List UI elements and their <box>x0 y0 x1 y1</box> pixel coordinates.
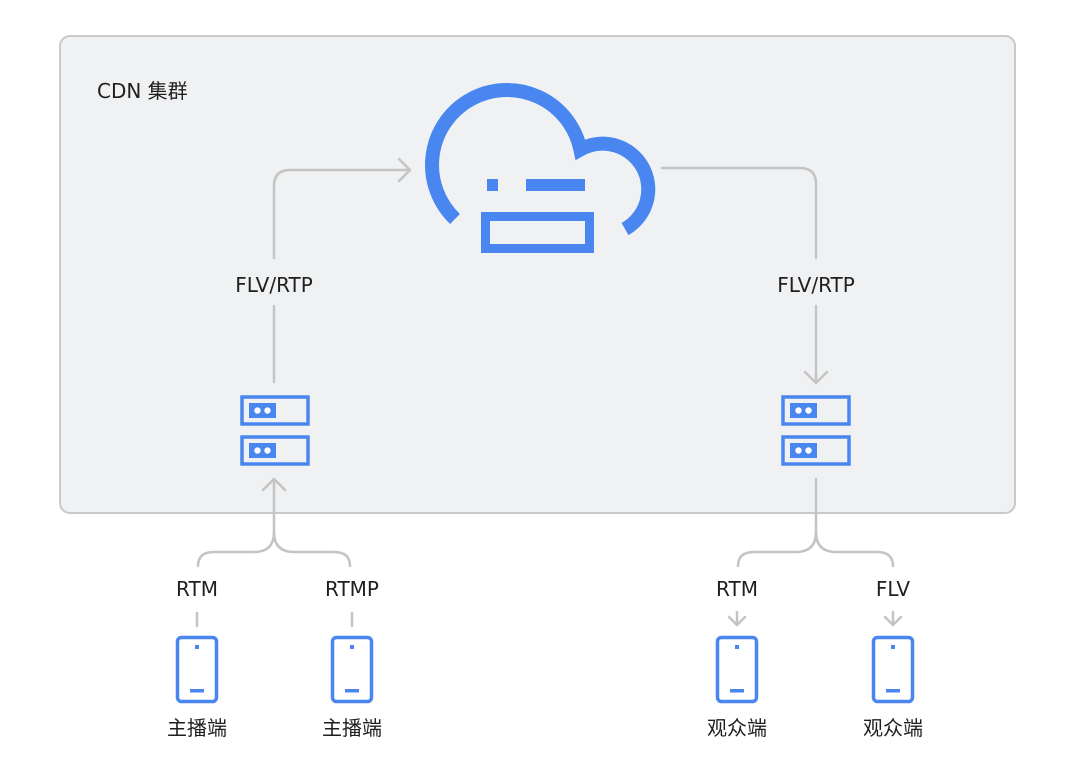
publisher: RTM 主播端 <box>167 577 227 740</box>
phone-icon <box>175 635 219 704</box>
server-panel <box>249 443 276 458</box>
phone-camera <box>195 645 199 649</box>
cloud-server-icon <box>425 82 656 253</box>
cdn-cluster: CDN 集群 <box>59 35 1016 514</box>
ingest-link: FLV/RTP <box>235 157 412 384</box>
phone-body <box>175 635 219 704</box>
server-led <box>254 407 261 414</box>
publisher-label: 主播端 <box>167 716 227 740</box>
egress-line-upper <box>660 166 818 260</box>
publisher-protocol-label: RTMP <box>325 577 379 601</box>
server-stack-icon <box>781 395 851 466</box>
server-stack-icon <box>240 395 310 466</box>
server-led <box>805 447 812 454</box>
phone-home-bar <box>190 689 204 693</box>
viewer: RTM 观众端 <box>707 577 767 740</box>
cdn-cluster-box <box>59 35 1016 514</box>
server-led <box>264 407 271 414</box>
publisher: RTMP 主播端 <box>322 577 382 740</box>
publisher-branch-left <box>196 530 276 568</box>
ingest-protocol-label: FLV/RTP <box>235 273 313 297</box>
server-panel <box>790 443 817 458</box>
phone-icon <box>330 635 374 704</box>
cdn-cluster-label: CDN 集群 <box>97 79 188 103</box>
server-led <box>795 447 802 454</box>
server-led <box>795 407 802 414</box>
server-chassis <box>240 435 310 466</box>
cloud-indicator-dot <box>487 179 498 191</box>
phone-camera <box>350 645 354 649</box>
server-unit <box>240 435 310 466</box>
arrow-down-icon <box>883 615 903 627</box>
phone-body <box>330 635 374 704</box>
arrow-down-icon <box>803 370 829 385</box>
phone-home-bar <box>730 689 744 693</box>
cloud-indicator-bar <box>526 179 585 191</box>
viewer-protocol-label: FLV <box>876 577 910 601</box>
viewer-label: 观众端 <box>863 716 923 740</box>
server-led <box>264 447 271 454</box>
server-chassis <box>240 395 310 426</box>
arrow-right-icon <box>397 157 412 183</box>
server-panel <box>790 403 817 418</box>
viewer-branch-right <box>814 530 895 568</box>
ingest-line-upper <box>272 168 412 260</box>
server-panel <box>249 403 276 418</box>
viewer-links <box>727 477 903 627</box>
egress-protocol-label: FLV/RTP <box>777 273 855 297</box>
publisher-protocol-label: RTM <box>176 577 218 601</box>
server-chassis <box>781 395 851 426</box>
server-unit <box>781 395 851 426</box>
cloud-outline <box>425 82 656 236</box>
phone-camera <box>891 645 895 649</box>
viewer-label: 观众端 <box>707 716 767 740</box>
publisher-links <box>195 477 354 628</box>
viewer-protocol-label: RTM <box>716 577 758 601</box>
server-led <box>254 447 261 454</box>
server-unit <box>781 435 851 466</box>
viewer: FLV 观众端 <box>863 577 923 740</box>
cloud-drive-slot <box>481 212 594 253</box>
phone-camera <box>735 645 739 649</box>
publisher-branch-right <box>272 530 352 568</box>
server-led <box>805 407 812 414</box>
viewer-branch-left <box>736 530 818 568</box>
phone-icon <box>871 635 915 704</box>
publisher-label: 主播端 <box>322 716 382 740</box>
server-unit <box>240 395 310 426</box>
server-chassis <box>781 435 851 466</box>
arrow-down-icon <box>727 615 747 627</box>
phone-home-bar <box>345 689 359 693</box>
egress-link: FLV/RTP <box>660 166 855 385</box>
phone-home-bar <box>886 689 900 693</box>
phone-icon <box>715 635 759 704</box>
phone-body <box>715 635 759 704</box>
phone-body <box>871 635 915 704</box>
